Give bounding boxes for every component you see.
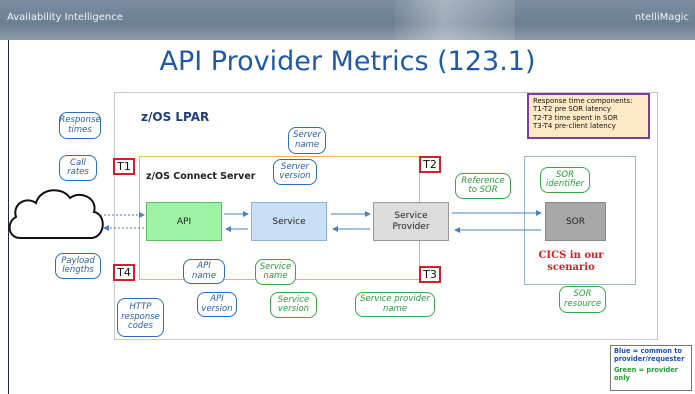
service-block: Service [251, 202, 327, 241]
header-brand-right: ntelliMagic [634, 12, 689, 23]
metric-server-name: Server name [288, 127, 326, 154]
metric-api-version: API version [197, 292, 237, 317]
color-legend-note: Blue = common to provider/requester Gree… [610, 345, 692, 391]
sor-block: SOR [545, 202, 606, 241]
cloud-icon [8, 189, 104, 239]
metric-service-version: Service version [270, 292, 317, 318]
metric-sor-resource: SOR resource [559, 286, 606, 313]
metric-response-times: Response times [59, 112, 101, 139]
color-note-green: Green = provider only [614, 366, 678, 382]
metric-reference-to-sor: Reference to SOR [455, 173, 511, 199]
metric-api-name: API name [183, 259, 225, 284]
zos-connect-server-title: z/OS Connect Server [146, 171, 256, 182]
color-note-blue: Blue = common to provider/requester [614, 347, 685, 363]
header-brand-left: Availability Intelligence [7, 12, 123, 23]
header-building-image [395, 0, 515, 40]
legend-line-t2-t3: T2-T3 time spent in SOR [533, 113, 618, 122]
metric-payload-lengths: Payload lengths [55, 253, 101, 279]
metric-service-name: Service name [255, 259, 296, 285]
service-provider-block: Service Provider [373, 202, 449, 241]
legend-title: Response time components: [533, 97, 633, 105]
legend-line-t1-t2: T1-T2 pre SOR latency [533, 105, 612, 114]
cics-scenario-note: CICS in our scenario [538, 250, 604, 273]
sor-area-container [524, 156, 636, 285]
metric-sor-identifier: SOR identifier [540, 167, 590, 193]
marker-t1: T1 [113, 158, 135, 175]
legend-line-t3-t4: T3-T4 pre-client latency [533, 122, 616, 131]
metric-server-version: Server version [273, 159, 317, 185]
header-bar: Availability Intelligence ntelliMagic [0, 0, 695, 40]
metric-call-rates: Call rates [59, 155, 97, 181]
zos-lpar-title: z/OS LPAR [141, 110, 210, 124]
metric-http-response-codes: HTTP response codes [117, 298, 164, 337]
metric-service-provider-name: Service provider name [355, 292, 435, 317]
marker-t2: T2 [419, 156, 441, 173]
slide-title: API Provider Metrics (123.1) [159, 46, 536, 77]
api-block: API [146, 202, 222, 241]
marker-t3: T3 [419, 266, 441, 283]
marker-t4: T4 [113, 264, 135, 281]
left-edge-line [8, 40, 9, 394]
response-time-legend: Response time components: T1-T2 pre SOR … [527, 93, 650, 139]
